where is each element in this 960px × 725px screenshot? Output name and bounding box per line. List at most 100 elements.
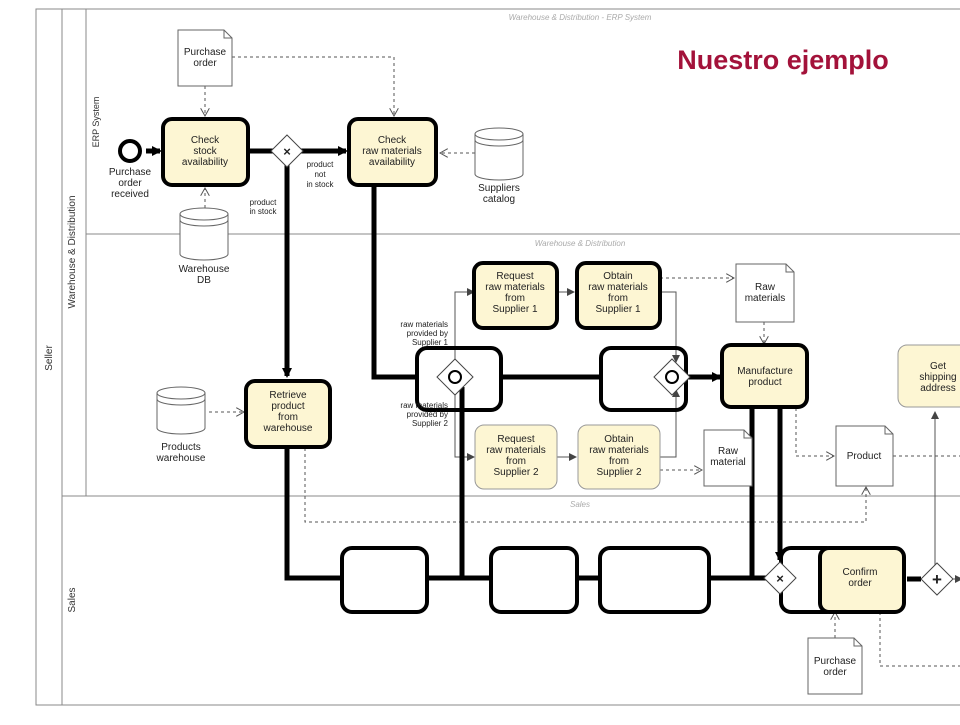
task-manufacture-product[interactable]: Manufacture product bbox=[720, 343, 809, 409]
svg-text:product: product bbox=[307, 160, 334, 169]
start-event bbox=[118, 139, 142, 163]
svg-text:order: order bbox=[193, 58, 217, 69]
task-check-stock[interactable]: Check stock availability bbox=[161, 117, 250, 187]
svg-text:materials: materials bbox=[745, 293, 786, 304]
task-label: shipping bbox=[919, 372, 956, 383]
svg-text:product: product bbox=[250, 198, 277, 207]
data-store-products-warehouse: Products warehouse bbox=[156, 386, 206, 464]
task-label: Supplier 1 bbox=[595, 304, 640, 315]
task-request-supplier-2[interactable]: Request raw materials from Supplier 2 bbox=[474, 424, 558, 490]
svg-text:+: + bbox=[932, 570, 942, 589]
task-label: address bbox=[920, 383, 956, 394]
task-label: order bbox=[848, 578, 872, 589]
gateway-parallel: + bbox=[920, 562, 954, 596]
task-label: raw materials bbox=[589, 445, 648, 456]
task-label: Check bbox=[191, 135, 220, 146]
data-object-product: Product bbox=[835, 425, 894, 487]
task-label: stock bbox=[193, 146, 217, 157]
task-obtain-supplier-2[interactable]: Obtain raw materials from Supplier 2 bbox=[577, 424, 661, 490]
task-label: product bbox=[748, 377, 782, 388]
svg-text:Products: Products bbox=[161, 442, 200, 453]
svg-text:in stock: in stock bbox=[249, 207, 277, 216]
flow-label-not-in-stock: product not in stock bbox=[306, 160, 334, 189]
task-label: product bbox=[271, 401, 305, 412]
svg-text:not: not bbox=[314, 170, 326, 179]
task-label: Get bbox=[930, 361, 946, 372]
data-store-warehouse-db: Warehouse DB bbox=[179, 207, 230, 286]
task-label: Request bbox=[497, 434, 534, 445]
task-label: from bbox=[505, 293, 525, 304]
flow-label-provided-s2: raw materials provided by Supplier 2 bbox=[400, 401, 448, 428]
gateway-exclusive-stock: × bbox=[270, 134, 304, 168]
svg-text:Purchase: Purchase bbox=[184, 47, 227, 58]
svg-text:received: received bbox=[111, 189, 149, 200]
data-object-purchase-order-bottom: Purchase order bbox=[807, 637, 863, 695]
svg-text:×: × bbox=[776, 571, 784, 586]
svg-text:warehouse: warehouse bbox=[156, 453, 206, 464]
svg-text:Raw: Raw bbox=[718, 446, 739, 457]
task-request-supplier-1[interactable]: Request raw materials from Supplier 1 bbox=[472, 261, 559, 330]
task-label: from bbox=[608, 293, 628, 304]
gateway-join bbox=[653, 358, 691, 396]
task-retrieve-product[interactable]: Retrieve product from warehouse bbox=[244, 379, 332, 449]
lane-label-erp-system: ERP System bbox=[91, 97, 101, 148]
task-label: from bbox=[278, 412, 298, 423]
task-label: Request bbox=[496, 271, 533, 282]
lane-header-wd: Warehouse & Distribution bbox=[535, 239, 626, 248]
task-label: Retrieve bbox=[269, 390, 307, 401]
svg-text:order: order bbox=[823, 667, 847, 678]
svg-text:Suppliers: Suppliers bbox=[478, 183, 520, 194]
flow-label-in-stock: product in stock bbox=[249, 198, 277, 216]
pool-label-seller: Seller bbox=[44, 345, 55, 371]
svg-text:in stock: in stock bbox=[306, 180, 334, 189]
task-label: raw materials bbox=[362, 146, 421, 157]
task-label: Obtain bbox=[603, 271, 632, 282]
task-label: raw materials bbox=[485, 282, 544, 293]
task-label: warehouse bbox=[263, 423, 313, 434]
task-label: Check bbox=[378, 135, 407, 146]
svg-text:Raw: Raw bbox=[755, 282, 776, 293]
task-label: Confirm bbox=[842, 567, 877, 578]
task-label: availability bbox=[182, 157, 228, 168]
task-check-raw-materials[interactable]: Check raw materials availability bbox=[347, 117, 438, 187]
svg-text:×: × bbox=[283, 144, 291, 159]
task-obtain-supplier-1[interactable]: Obtain raw materials from Supplier 1 bbox=[575, 261, 662, 330]
flow-label-provided-s1: raw materials provided by Supplier 1 bbox=[400, 320, 448, 347]
svg-text:Supplier 2: Supplier 2 bbox=[412, 419, 449, 428]
pool-frame bbox=[35, 8, 960, 706]
gateway-split bbox=[436, 358, 474, 396]
svg-text:raw materials: raw materials bbox=[400, 401, 448, 410]
task-label: Supplier 2 bbox=[493, 467, 538, 478]
lane-header-sales: Sales bbox=[570, 500, 590, 509]
svg-text:Product: Product bbox=[847, 451, 882, 462]
svg-text:Supplier 1: Supplier 1 bbox=[412, 338, 449, 347]
task-label: Manufacture bbox=[737, 366, 793, 377]
task-label: from bbox=[609, 456, 629, 467]
task-label: raw materials bbox=[588, 282, 647, 293]
sequence-flows bbox=[454, 288, 960, 583]
lane-header-erp: Warehouse & Distribution - ERP System bbox=[509, 13, 652, 22]
data-store-suppliers-catalog: Suppliers catalog bbox=[474, 127, 524, 205]
task-label: raw materials bbox=[486, 445, 545, 456]
data-object-purchase-order-top: Purchase order bbox=[177, 29, 233, 87]
svg-text:raw materials: raw materials bbox=[400, 320, 448, 329]
task-confirm-order[interactable]: Confirm order bbox=[818, 546, 906, 614]
svg-text:provided by: provided by bbox=[407, 410, 448, 419]
svg-text:Purchase: Purchase bbox=[109, 167, 152, 178]
data-object-raw-material-bottom: Raw material bbox=[703, 429, 753, 487]
start-event-label: Purchase order received bbox=[109, 167, 152, 200]
association-lines bbox=[205, 56, 960, 667]
svg-text:order: order bbox=[118, 178, 142, 189]
slide-title: Nuestro ejemplo bbox=[677, 45, 889, 75]
svg-text:provided by: provided by bbox=[407, 329, 448, 338]
lane-label-sales: Sales bbox=[67, 587, 78, 612]
task-get-shipping-address[interactable]: Get shipping address bbox=[897, 344, 960, 408]
lane-label-warehouse-distribution: Warehouse & Distribution bbox=[67, 195, 78, 308]
task-label: Obtain bbox=[604, 434, 633, 445]
svg-text:DB: DB bbox=[197, 275, 211, 286]
svg-text:catalog: catalog bbox=[483, 194, 515, 205]
svg-text:Purchase: Purchase bbox=[814, 656, 857, 667]
task-label: from bbox=[506, 456, 526, 467]
